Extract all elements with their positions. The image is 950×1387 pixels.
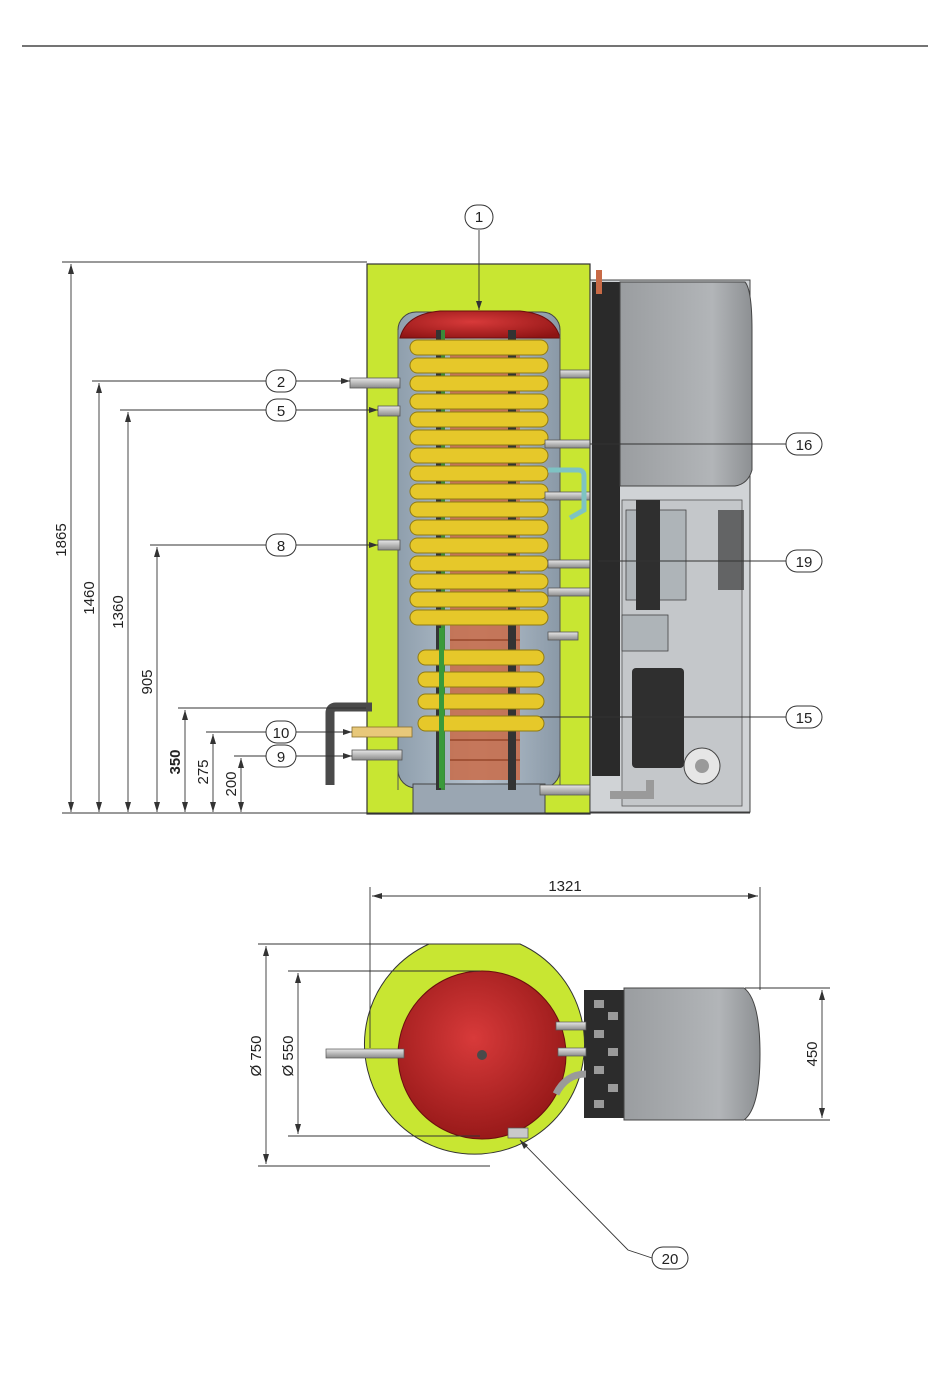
tank-base	[413, 784, 545, 814]
top-bottom-fitting	[508, 1128, 528, 1138]
dimension-label-350: 350	[167, 749, 184, 774]
callout-1: 1	[475, 209, 483, 226]
top-center-port	[477, 1050, 487, 1060]
top-hp-connections	[584, 990, 626, 1118]
hp-component-block	[622, 615, 668, 651]
inner-diameter-label: Ø 550	[280, 1036, 297, 1077]
connection-5	[378, 406, 400, 416]
top-right-pipe	[556, 1022, 586, 1030]
callout-19: 19	[796, 554, 813, 571]
hp-accumulator	[636, 500, 660, 610]
hp-compressor	[632, 668, 684, 768]
hp-fin	[718, 510, 744, 590]
dimension-label-905: 905	[139, 669, 156, 694]
top-left-pipe	[326, 1049, 404, 1058]
hp-fan-hub	[695, 759, 709, 773]
side-view: 1865 1460 1360 905 350 275 200	[53, 205, 822, 814]
callout-16: 16	[796, 437, 813, 454]
solar-coil	[410, 340, 548, 731]
top-view: 1321 Ø 750 Ø 550 450 20	[248, 878, 830, 1269]
callout-15: 15	[796, 710, 813, 727]
callout-20: 20	[662, 1251, 679, 1268]
outer-diameter-label: Ø 750	[248, 1036, 265, 1077]
dimension-label-200: 200	[223, 771, 240, 796]
dimension-label-1865: 1865	[53, 523, 70, 556]
hp-refrigerant-line	[596, 270, 602, 294]
callout-5: 5	[277, 403, 285, 420]
return-pipe	[439, 628, 444, 788]
top-right-pipe	[558, 1048, 586, 1056]
dimension-label-1360: 1360	[110, 595, 127, 628]
width-label: 1321	[548, 878, 581, 895]
hp-left-column	[592, 282, 620, 776]
callout-10: 10	[273, 725, 290, 742]
tank-dome	[400, 311, 560, 338]
connection-10	[352, 727, 412, 737]
depth-label: 450	[804, 1041, 821, 1066]
connection-8	[378, 540, 400, 550]
dimension-arrows	[68, 264, 244, 812]
top-hp-module	[624, 988, 760, 1120]
dimension-label-1460: 1460	[81, 581, 98, 614]
external-bent-pipe	[330, 707, 372, 785]
dimension-lines	[62, 262, 367, 812]
callout-8: 8	[277, 538, 285, 555]
dimension-label-275: 275	[195, 759, 212, 784]
connection-9	[352, 750, 402, 760]
callout-2: 2	[277, 374, 285, 391]
callout-9: 9	[277, 749, 285, 766]
connection-2	[350, 378, 400, 388]
hp-upper-module	[620, 282, 752, 486]
